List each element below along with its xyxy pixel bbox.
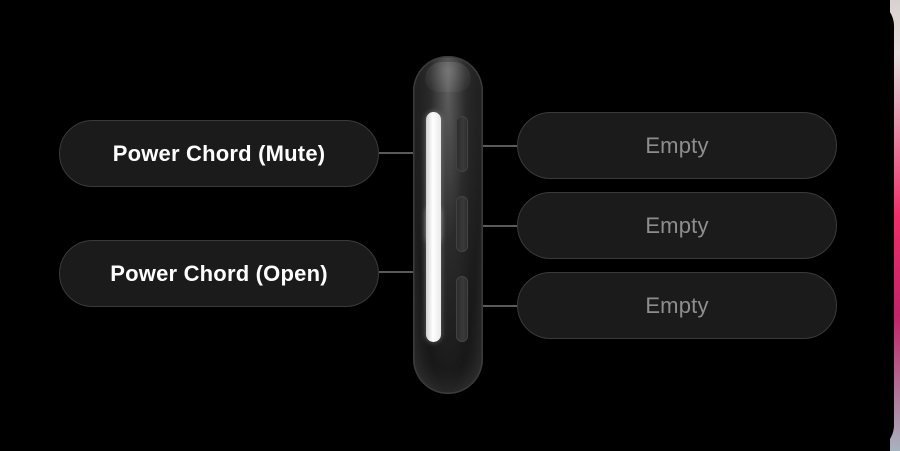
capsule-segment-right-1[interactable] <box>456 116 468 172</box>
connector-right-3 <box>481 305 517 307</box>
connector-right-1 <box>481 145 517 147</box>
connector-left-1 <box>379 152 415 154</box>
right-slot-1-label: Empty <box>645 132 709 158</box>
left-slot-2[interactable]: Power Chord (Open) <box>59 240 379 307</box>
capsule-segment-right-2[interactable] <box>456 196 468 252</box>
right-slot-2-label: Empty <box>645 212 709 238</box>
connector-right-2 <box>481 225 517 227</box>
capsule-segment-right-3[interactable] <box>456 276 468 342</box>
connector-left-2 <box>379 271 415 273</box>
capsule-segment-left-2[interactable] <box>426 206 441 342</box>
right-slot-2[interactable]: Empty <box>517 192 837 259</box>
controller-capsule <box>413 56 483 394</box>
right-slot-3[interactable]: Empty <box>517 272 837 339</box>
right-slot-3-label: Empty <box>645 292 709 318</box>
left-slot-1[interactable]: Power Chord (Mute) <box>59 120 379 187</box>
left-slot-1-label: Power Chord (Mute) <box>112 140 326 166</box>
right-slot-1[interactable]: Empty <box>517 112 837 179</box>
capsule-shine <box>425 62 471 92</box>
left-slot-2-label: Power Chord (Open) <box>110 260 328 286</box>
background-edge <box>890 0 900 451</box>
